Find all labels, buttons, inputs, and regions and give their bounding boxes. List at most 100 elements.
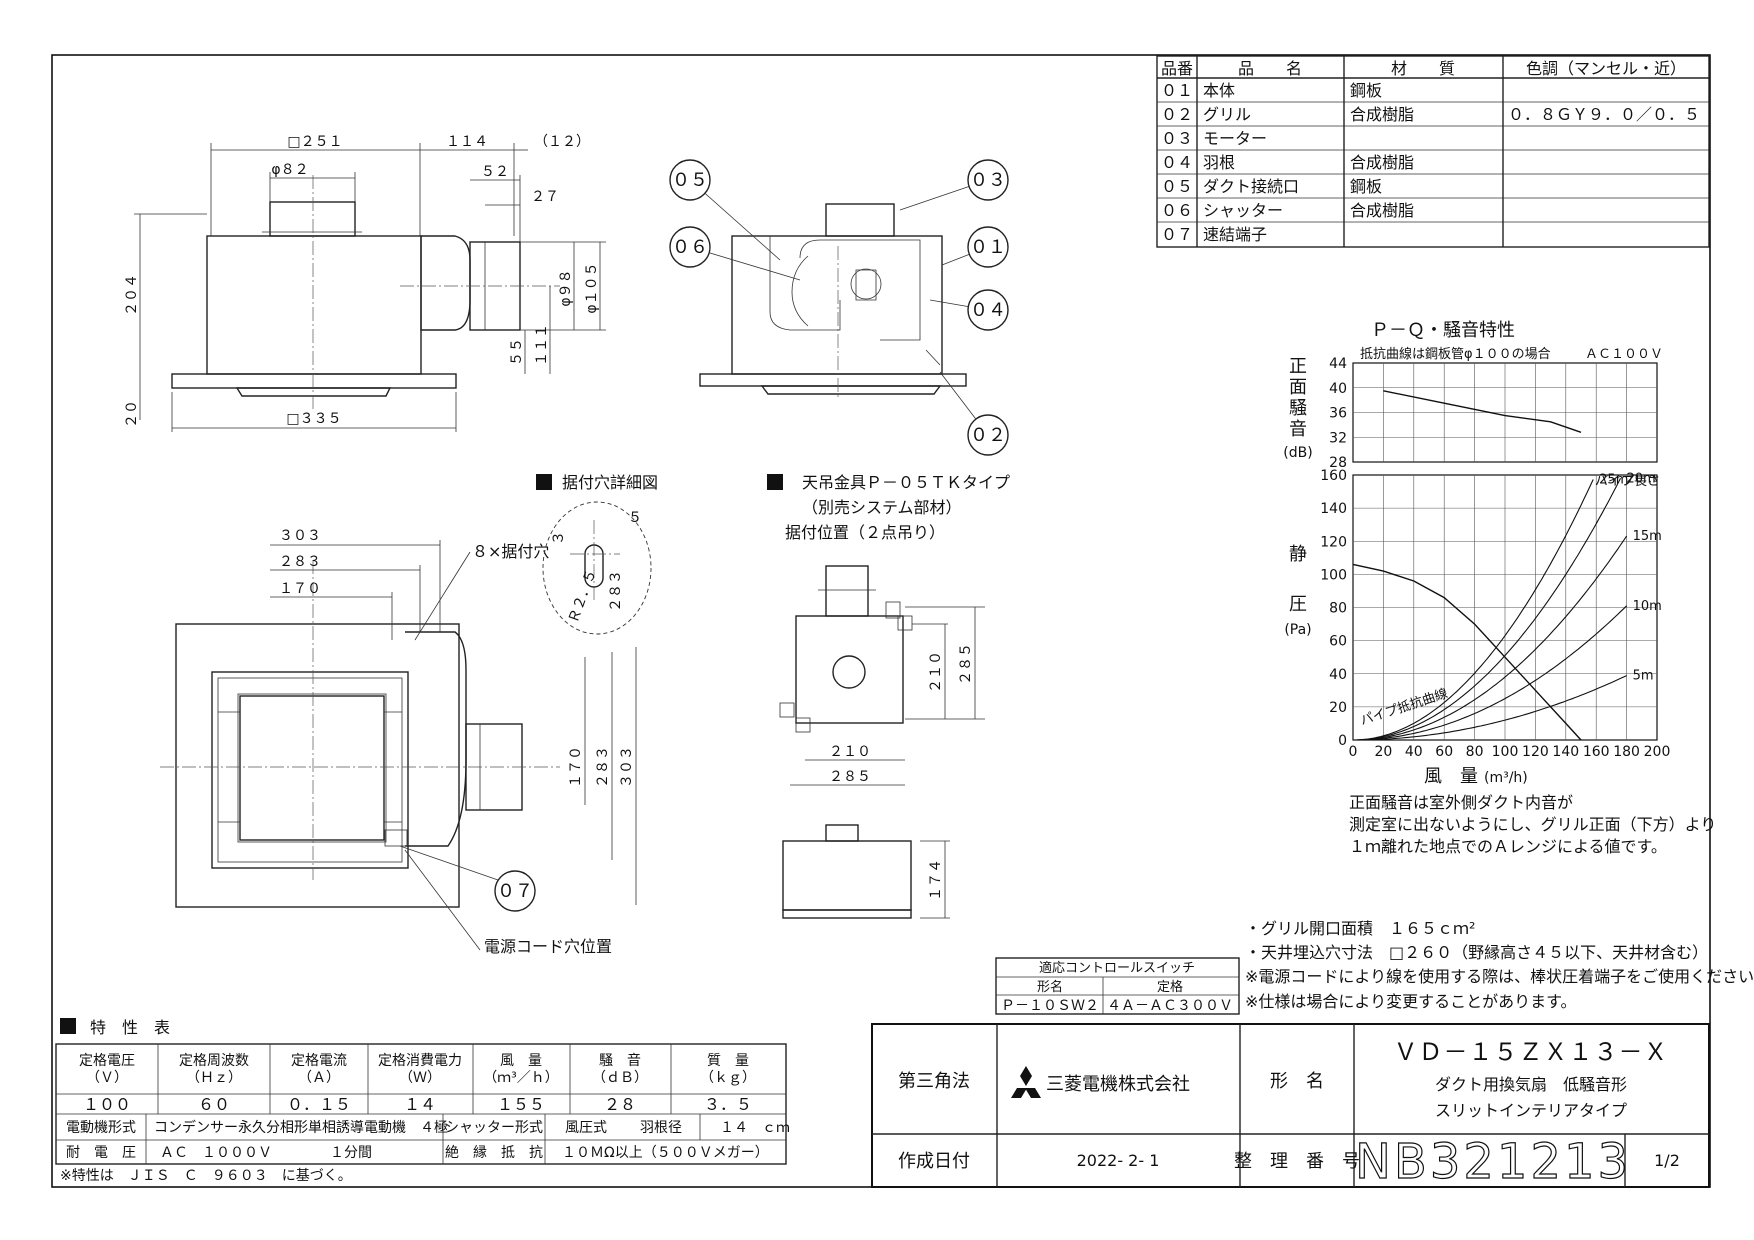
dim-251: □２５１ <box>287 134 342 150</box>
hanger-dim-285-v: ２８５ <box>958 643 974 685</box>
dim-phi82: φ８２ <box>271 162 308 178</box>
callout-07: ０７ <box>497 881 533 902</box>
motor-value: コンデンサー永久分相形単相誘導電動機 ４極 <box>154 1119 448 1136</box>
pq-ytick: 140 <box>1320 501 1347 517</box>
noise-curve <box>1383 390 1582 433</box>
company-name: 三菱電機株式会社 <box>1046 1074 1190 1095</box>
plan-dim-170: １７０ <box>279 581 321 597</box>
switch-title: 適応コントロールスイッチ <box>1039 960 1195 976</box>
parts-table: 品番 品 名 材 質 色調（マンセル・近） <box>1156 55 1710 248</box>
plan-dim-303-v: ３０３ <box>619 746 635 788</box>
noise-ylabel-char: 面 <box>1289 377 1307 398</box>
char-value: ６０ <box>198 1095 230 1114</box>
parts-row-no: ０７ <box>1161 225 1193 244</box>
char-title: 特 性 表 <box>90 1018 170 1037</box>
spec-note-3: ※電源コードにより線を使用する際は、棒状圧着端子をご使用ください。 <box>1245 967 1754 986</box>
pipe-curve-20m <box>1353 478 1621 741</box>
dim-20: ２０ <box>124 400 140 428</box>
char-table: 特 性 表 定格電圧（Ｖ）定格周波数（Ｈｚ）定格電流（Ａ）定格消費電力（Ｗ）風 … <box>55 1018 790 1184</box>
pq-xtick: 0 <box>1349 744 1358 760</box>
pipe-curve-label: 5m <box>1633 669 1654 684</box>
char-bullet <box>60 1018 76 1034</box>
pipe-length-label: パイプ長さ <box>1595 474 1660 489</box>
pq-ytick: 80 <box>1329 601 1347 617</box>
parts-header-no: 品番 <box>1161 59 1193 78</box>
char-header: 定格消費電力 <box>378 1053 462 1069</box>
spec-note-2: ・天井埋込穴寸法 □２６０（野縁高さ４５以下、天井材含む） <box>1245 943 1708 962</box>
pq-xtick: 200 <box>1644 744 1671 760</box>
spec-note-1: ・グリル開口面積 １６５ｃｍ² <box>1245 919 1475 938</box>
pq-xtick: 40 <box>1405 744 1423 760</box>
char-header: 質 量 <box>707 1053 749 1069</box>
callout-circle <box>967 159 1009 201</box>
char-footnote: ※特性は ＪＩＳ Ｃ ９６０３ に基づく。 <box>60 1167 352 1184</box>
hanger-bullet <box>767 474 783 490</box>
projection-method: 第三角法 <box>898 1071 970 1092</box>
callout-０４: ０４ <box>970 300 1006 321</box>
withstand-value: ＡＣ １０００Ｖ <box>160 1145 272 1161</box>
callout-０５: ０５ <box>672 170 708 191</box>
model-label: 形 名 <box>1270 1071 1324 1092</box>
hanger-line3: 据付位置（２点吊り） <box>785 523 945 542</box>
pq-ytick: 0 <box>1338 733 1347 749</box>
hanger-dim-285-h: ２８５ <box>829 769 871 785</box>
char-header: 定格周波数 <box>179 1053 249 1069</box>
char-value: ０．１５ <box>287 1095 351 1114</box>
cord-hole-label: 電源コード穴位置 <box>484 937 612 956</box>
hanger-dim-210-h: ２１０ <box>829 744 871 760</box>
pq-xtick: 60 <box>1435 744 1453 760</box>
model-desc-1: ダクト用換気扇 低騒音形 <box>1435 1075 1627 1094</box>
noise-yunit: (dB) <box>1283 445 1312 461</box>
detail-view: 据付穴詳細図 ５ ３ Ｒ２．５ ２８３ <box>536 473 658 635</box>
parts-row-no: ０３ <box>1161 129 1193 148</box>
detail-dim-5: ５ <box>628 510 642 526</box>
char-value: １４ <box>404 1095 436 1114</box>
pq-ylabel: 静圧 <box>1289 544 1307 615</box>
blade-label: 羽根径 <box>640 1120 682 1136</box>
char-header-unit: （Ｈｚ） <box>186 1070 242 1086</box>
noise-ytick: 40 <box>1329 381 1347 397</box>
model-number: ＶＤ－１５ＺＸ１３－Ｘ <box>1394 1038 1669 1066</box>
pipe-curve-25m <box>1353 479 1594 741</box>
detail-title: 据付穴詳細図 <box>562 473 658 492</box>
sheet-border <box>51 54 1711 1188</box>
spec-notes: ・グリル開口面積 １６５ｃｍ² ・天井埋込穴寸法 □２６０（野縁高さ４５以下、天… <box>1245 919 1754 1011</box>
callout-circle <box>669 226 711 268</box>
shutter-label: シャッター形式 <box>445 1120 543 1136</box>
pq-xtick: 100 <box>1492 744 1519 760</box>
char-header: 騒 音 <box>599 1052 641 1069</box>
pq-xlabel: 風 量 <box>1424 766 1478 787</box>
date-label: 作成日付 <box>898 1151 970 1172</box>
insulation-value: １０ＭΩ以上（５００Ｖメガー） <box>562 1145 769 1161</box>
parts-row-name: シャッター <box>1203 201 1283 220</box>
dim-55: ５５ <box>509 338 525 366</box>
noise-ylabel: 正面騒音 <box>1289 356 1307 440</box>
chart-note-line3: １ｍ離れた地点でのＡレンジによる値です。 <box>1349 837 1667 856</box>
pq-yunit: (Pa) <box>1284 622 1311 638</box>
dim-111: １１１ <box>534 324 550 366</box>
hanger-dim-210-v: ２１０ <box>928 651 944 693</box>
drawing-number: NB321213 <box>1355 1134 1631 1190</box>
pq-ytick: 20 <box>1329 700 1347 716</box>
chart-title: Ｐ－Ｑ・騒音特性 <box>1371 320 1515 341</box>
pq-xunit: (m³/h) <box>1484 770 1528 786</box>
plan-dim-170-v: １７０ <box>568 746 584 788</box>
hanger-title: 天吊金具Ｐ－０５ＴＫタイプ <box>802 473 1010 492</box>
parts-row-name: ダクト接続口 <box>1203 177 1299 196</box>
pq-xtick: 160 <box>1583 744 1610 760</box>
char-header: 風 量 <box>500 1053 542 1069</box>
pipe-curve-5m <box>1353 675 1627 741</box>
char-header-unit: （ｋｇ） <box>700 1070 756 1086</box>
callout-circle <box>967 414 1009 456</box>
dim-phi98: φ９８ <box>558 269 574 306</box>
char-header: 定格電流 <box>291 1053 347 1069</box>
front-view: □２５１ １１４ （１２） φ８２ ５２ ２７ φ９８ φ１０５ ２０４ ５５ … <box>124 134 606 432</box>
parts-row-material: 合成樹脂 <box>1350 105 1414 124</box>
parts-row-no: ０１ <box>1161 81 1193 100</box>
date-value: 2022- 2- 1 <box>1077 1151 1160 1170</box>
char-value: １５５ <box>497 1095 545 1114</box>
